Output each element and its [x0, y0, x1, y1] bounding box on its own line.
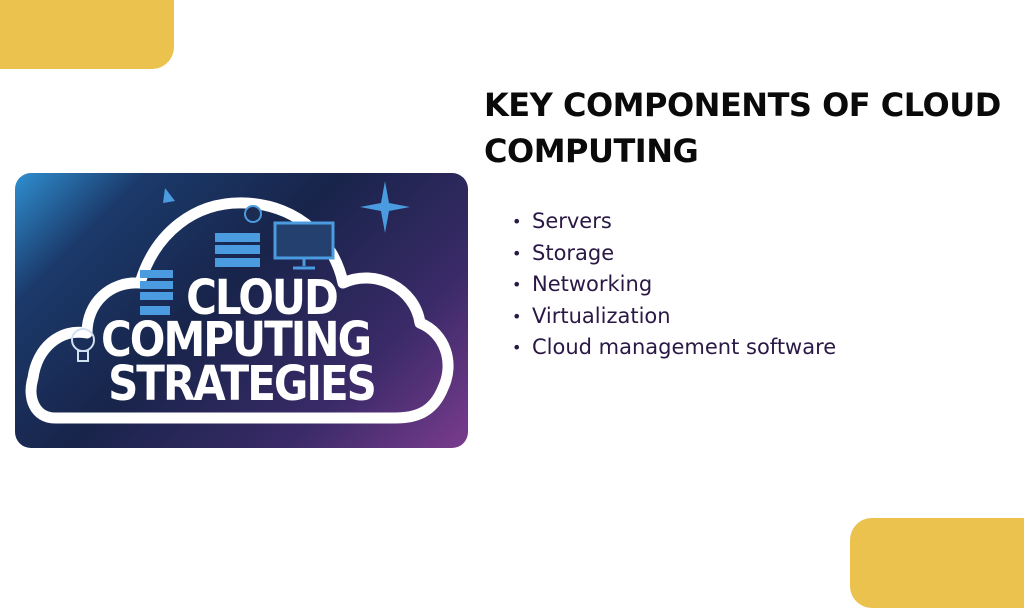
- bullet-icon: •: [512, 243, 522, 263]
- list-item: • Networking: [512, 269, 836, 301]
- star-icon: [360, 181, 410, 233]
- list-item-text: Cloud management software: [532, 335, 837, 359]
- decorative-yellow-shape-bottom-right: [850, 518, 1024, 608]
- list-item-text: Storage: [532, 240, 615, 265]
- bullet-icon: •: [512, 306, 522, 326]
- hero-text-line: CLOUD: [186, 269, 339, 326]
- bullet-icon: •: [512, 338, 522, 357]
- hero-text-line: COMPUTING: [100, 311, 372, 368]
- cloud-outline-icon: [25, 181, 454, 424]
- slide-title: KEY COMPONENTS OF CLOUD COMPUTING: [484, 86, 1001, 170]
- list-item-text: Servers: [532, 209, 612, 233]
- star-icon: [163, 188, 175, 203]
- list-item: • Virtualization: [512, 301, 836, 333]
- lightbulb-icon: [71, 328, 95, 362]
- monitor-icon: [273, 221, 335, 270]
- bullet-icon: •: [512, 275, 522, 294]
- list-item-text: Virtualization: [532, 303, 671, 328]
- cloud-computing-illustration: CLOUD COMPUTING STRATEGIES: [15, 173, 468, 448]
- bullet-list: • Servers • Storage • Networking • Virtualiz…: [512, 206, 836, 364]
- node-icon: [244, 205, 262, 223]
- list-item: • Servers: [512, 206, 836, 238]
- list-item: • Storage: [512, 238, 836, 270]
- decorative-yellow-shape-top-left: [0, 0, 174, 69]
- server-rack-icon: [140, 233, 260, 315]
- list-item: • Cloud management software: [512, 332, 836, 364]
- bullet-icon: •: [512, 212, 522, 231]
- hero-text-line: STRATEGIES: [108, 355, 377, 412]
- list-item-text: Networking: [532, 272, 653, 296]
